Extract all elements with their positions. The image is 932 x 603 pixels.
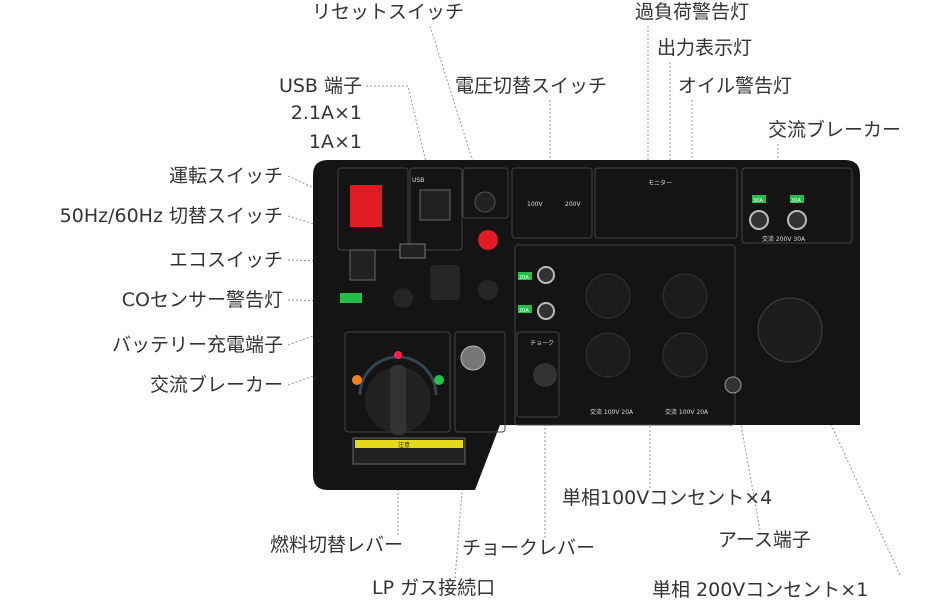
- panel-monitor: モニター: [648, 179, 672, 187]
- panel-100v: 100V: [527, 201, 543, 208]
- earth-terminal: [724, 376, 742, 394]
- ac-breaker-20a-1[interactable]: [537, 266, 555, 284]
- panel-choke: チョーク: [530, 340, 554, 347]
- label-run-switch: 運転スイッチ: [168, 165, 283, 187]
- panel-30a-2: 30A: [791, 198, 801, 204]
- panel-20a-2: 20A: [519, 308, 529, 314]
- run-switch[interactable]: [350, 185, 382, 227]
- label-usb: USB 端子: [278, 75, 362, 97]
- label-fuel-lever: 燃料切替レバー: [270, 534, 404, 556]
- label-ac-breaker-left: 交流ブレーカー: [149, 374, 283, 396]
- panel-usb-text: USB: [412, 177, 424, 184]
- ac-breaker-30a-2[interactable]: [787, 210, 807, 230]
- label-oil-lamp: オイル警告灯: [678, 75, 793, 97]
- label-lp-gas: LP ガス接続口: [372, 577, 496, 599]
- freq-switch[interactable]: [399, 243, 426, 259]
- red-cap: [478, 230, 498, 250]
- lp-gas-port: [460, 345, 486, 371]
- eco-switch[interactable]: [349, 249, 376, 281]
- label-overload-lamp: 過負荷警告灯: [635, 1, 750, 23]
- label-co-lamp: COセンサー警告灯: [121, 289, 283, 311]
- label-freq-switch: 50Hz/60Hz 切替スイッチ: [59, 205, 283, 227]
- co-lamp: [340, 293, 362, 303]
- panel-30a-1: 30A: [753, 198, 763, 204]
- panel-20a-1: 20A: [519, 275, 529, 281]
- label-voltage-switch: 電圧切替スイッチ: [455, 75, 608, 97]
- choke-lever[interactable]: [533, 363, 557, 387]
- usb-port: [419, 189, 451, 221]
- battery-terminal: [393, 288, 413, 308]
- panel-caution: 注意: [398, 441, 410, 449]
- label-output-lamp: 出力表示灯: [657, 37, 753, 59]
- ac-breaker-20a-2[interactable]: [537, 302, 555, 320]
- label-choke-lever: チョークレバー: [462, 537, 596, 559]
- label-ac-breaker-top: 交流ブレーカー: [768, 119, 902, 141]
- label-battery-terminal: バッテリー充電端子: [111, 334, 283, 356]
- panel-ac100-b: 交流 100V 20A: [665, 408, 709, 416]
- label-eco-switch: エコスイッチ: [168, 249, 283, 271]
- label-reset-switch: リセットスイッチ: [312, 1, 465, 23]
- outlet-200v: [757, 297, 823, 363]
- ac-breaker-30a-1[interactable]: [749, 210, 769, 230]
- label-outlet-100v: 単相100Vコンセント×4: [562, 487, 773, 509]
- label-outlet-200v: 単相 200Vコンセント×1: [652, 579, 869, 601]
- reset-switch[interactable]: [474, 191, 496, 213]
- label-usb-1a: 1A×1: [308, 131, 362, 153]
- label-usb-21a: 2.1A×1: [290, 102, 362, 124]
- panel-200v: 200V: [565, 201, 581, 208]
- label-earth-terminal: アース端子: [718, 529, 811, 551]
- panel-ac200: 交流 200V 30A: [762, 235, 806, 243]
- panel-ac100-a: 交流 100V 20A: [590, 408, 634, 416]
- outlets-100v: [585, 273, 708, 378]
